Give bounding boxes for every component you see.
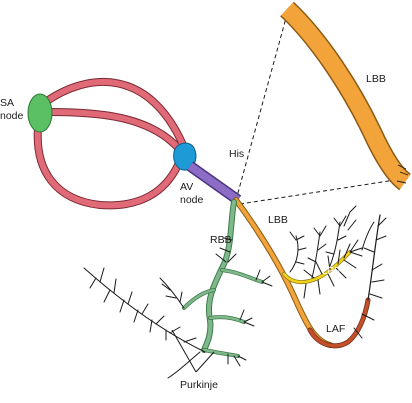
purkinje-label: Purkinje xyxy=(180,379,218,391)
av-node-label: AV xyxy=(180,181,193,193)
lbb-label: LBB xyxy=(268,214,288,226)
right-bundle-branch xyxy=(182,199,264,358)
left-posterior-fascicle xyxy=(282,250,352,285)
av-node xyxy=(173,142,197,171)
purkinje-callout xyxy=(171,329,215,373)
lpf-label: LPF xyxy=(322,266,340,277)
zoom-connector-lines xyxy=(235,17,409,205)
laf-label: LAF xyxy=(326,323,345,335)
rbb-label: RBB xyxy=(210,234,232,246)
internodal-pathways xyxy=(33,77,187,210)
lbb-enlarged-label: LBB xyxy=(366,73,386,85)
sa-node xyxy=(27,93,53,133)
zoom-line-lower xyxy=(239,177,409,205)
enlarged-lbb xyxy=(280,1,412,191)
sa-node-label: SA xyxy=(0,97,14,109)
av-node-label-line2: node xyxy=(180,194,204,206)
his-label: His xyxy=(229,148,244,160)
sa-node-label-line2: node xyxy=(0,110,24,122)
bundle-of-his xyxy=(186,161,242,205)
purkinje-fibers xyxy=(83,205,387,379)
zoom-line-upper xyxy=(235,17,287,201)
